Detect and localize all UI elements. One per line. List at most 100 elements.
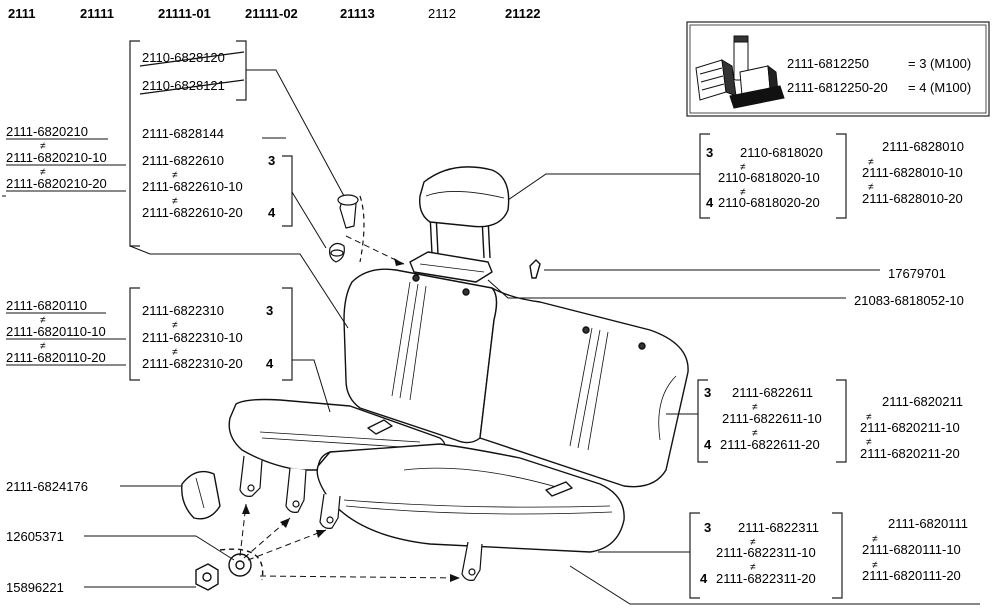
not-equal-icon: ≠ — [740, 187, 746, 198]
part-number: 2111-6822611 — [732, 385, 813, 400]
not-equal-icon: ≠ — [40, 167, 46, 178]
part-number: 2111-6822310-10 — [142, 330, 243, 345]
model-label: 21122 — [505, 6, 540, 21]
part-number: 2111-6822311 — [738, 520, 819, 535]
part-number: 2111-6820110 — [6, 298, 87, 313]
right-headrest-group: 3 2110-6818020 ≠ 2110-6818020-10 ≠ 4 211… — [699, 133, 964, 219]
part-number: 2111-6822610-10 — [142, 179, 243, 194]
struck-part-number: 2110-6828121 — [142, 78, 225, 93]
model-label: 2111 — [8, 6, 36, 21]
part-number: 2111-6822311-20 — [716, 571, 816, 586]
part-number: 12605371 — [6, 529, 64, 544]
trim-clip-drawings — [329, 194, 365, 263]
not-equal-icon: ≠ — [172, 347, 178, 358]
part-number: 2111-6822310 — [142, 303, 224, 318]
not-equal-icon: ≠ — [752, 428, 758, 439]
backrest-left-drawing — [343, 268, 498, 444]
not-equal-icon: ≠ — [40, 141, 46, 152]
left-single-parts: 2111-6824176 12605371 15896221 — [6, 479, 88, 595]
part-number: 2111-6822610 — [142, 153, 224, 168]
seat-illustration — [181, 166, 689, 591]
part-number: 2111-6820211-20 — [860, 446, 960, 461]
not-equal-icon: ≠ — [172, 320, 178, 331]
qty-tag: 4 — [266, 356, 274, 371]
quantity: = 4 (M100) — [908, 80, 971, 95]
part-number: 2111-6828010-10 — [862, 165, 963, 180]
qty-tag: 4 — [704, 437, 712, 452]
part-number: 2111-6822311-10 — [716, 545, 816, 560]
headrest-drawing — [419, 166, 510, 259]
headrest-guide-drawing — [409, 251, 493, 283]
not-equal-icon: ≠ — [866, 437, 872, 448]
not-equal-icon: ≠ — [866, 412, 872, 423]
part-number: 2111-6820211 — [882, 394, 963, 409]
part-number: 2111-6828010 — [882, 139, 964, 154]
bolt-17679701-drawing — [529, 259, 541, 279]
part-number: 2111-6820111 — [888, 516, 968, 531]
not-equal-icon: ≠ — [752, 402, 758, 413]
not-equal-icon: ≠ — [872, 560, 878, 571]
part-number: 21083-6818052-10 — [854, 293, 964, 308]
part-number: 2111-6822611-10 — [722, 411, 822, 426]
left-cushion-assembly: 2111-6820110 ≠ 2111-6820110-10 ≠ 2111-68… — [6, 298, 126, 366]
qty-tag: 4 — [706, 195, 714, 210]
part-number: 2111-6820110-10 — [6, 324, 106, 339]
model-header: 2111 21111 21111-01 21111-02 21113 2112 … — [8, 6, 540, 21]
not-equal-icon: ≠ — [750, 562, 756, 573]
part-number: 2111-6812250 — [787, 56, 869, 71]
not-equal-icon: ≠ — [40, 315, 46, 326]
qty-tag: 4 — [700, 571, 708, 586]
right-single-parts: 17679701 21083-6818052-10 — [854, 266, 964, 308]
not-equal-icon: ≠ — [750, 537, 756, 548]
part-number: 2111-6824176 — [6, 479, 88, 494]
sealant-line: 2111-6812250-20 = 4 (M100) — [787, 80, 971, 95]
part-number: 2111-6820110-20 — [6, 350, 106, 365]
qty-tag: 3 — [268, 153, 275, 168]
sealant-kit-icon — [695, 35, 785, 109]
qty-tag: 3 — [266, 303, 273, 318]
left-back-assembly: 2111-6820210 ≠ 2111-6820210-10 ≠ 2111-68… — [6, 124, 126, 192]
backrest-right-drawing — [479, 287, 689, 488]
qty-tag: 3 — [706, 145, 713, 160]
part-number: 2111-6828144 — [142, 126, 224, 141]
part-number: 2111-6812250-20 — [787, 80, 888, 95]
struck-part-number: 2110-6828120 — [142, 50, 225, 65]
not-equal-icon: ≠ — [872, 534, 878, 545]
hinge-brackets — [239, 455, 483, 581]
part-number: 2111-6822610-20 — [142, 205, 243, 220]
qty-tag: 3 — [704, 520, 711, 535]
part-number: 2111-6822611-20 — [720, 437, 820, 452]
part-number: 2111-6828010-20 — [862, 191, 963, 206]
not-equal-icon: ≠ — [40, 341, 46, 352]
not-equal-icon: ≠ — [172, 170, 178, 181]
model-label: 21111 — [80, 6, 114, 21]
part-number: 2111-6820211-10 — [860, 420, 960, 435]
part-number: 2111-6822310-20 — [142, 356, 243, 371]
part-number: 2111-6820210-20 — [6, 176, 107, 191]
quantity: = 3 (M100) — [908, 56, 971, 71]
not-equal-icon: ≠ — [868, 182, 874, 193]
qty-tag: 4 — [268, 205, 276, 220]
part-number: 2111-6820210-10 — [6, 150, 107, 165]
left-cover-bracket-group: 2110-6828120 2110-6828121 2111-6828144 2… — [129, 40, 293, 247]
part-number: 2111-6820111-10 — [862, 542, 961, 557]
not-equal-icon: ≠ — [172, 196, 178, 207]
part-number: 2110-6818020-10 — [718, 170, 820, 185]
not-equal-icon: ≠ — [740, 162, 746, 173]
part-number: 2111-6820210 — [6, 124, 88, 139]
not-equal-icon: ≠ — [868, 157, 874, 168]
model-label: 21113 — [340, 6, 375, 21]
right-cushion-group: 3 2111-6822311 ≠ 2111-6822311-10 ≠ 4 211… — [689, 512, 968, 599]
leader-lines — [2, 69, 980, 605]
model-label: 2112 — [428, 6, 456, 21]
sealant-line: 2111-6812250 = 3 (M100) — [787, 56, 971, 71]
part-number: 15896221 — [6, 580, 64, 595]
part-number: 2110-6818020 — [740, 145, 823, 160]
model-label: 21111-02 — [245, 6, 298, 21]
part-number: 2111-6820111-20 — [862, 568, 961, 583]
right-backrest-group: 3 2111-6822611 ≠ 2111-6822611-10 ≠ 4 211… — [697, 379, 963, 463]
qty-tag: 3 — [704, 385, 711, 400]
left-cushion-bracket-group: 2111-6822310 3 ≠ 2111-6822310-10 ≠ 2111-… — [129, 287, 293, 381]
part-number: 17679701 — [888, 266, 946, 281]
